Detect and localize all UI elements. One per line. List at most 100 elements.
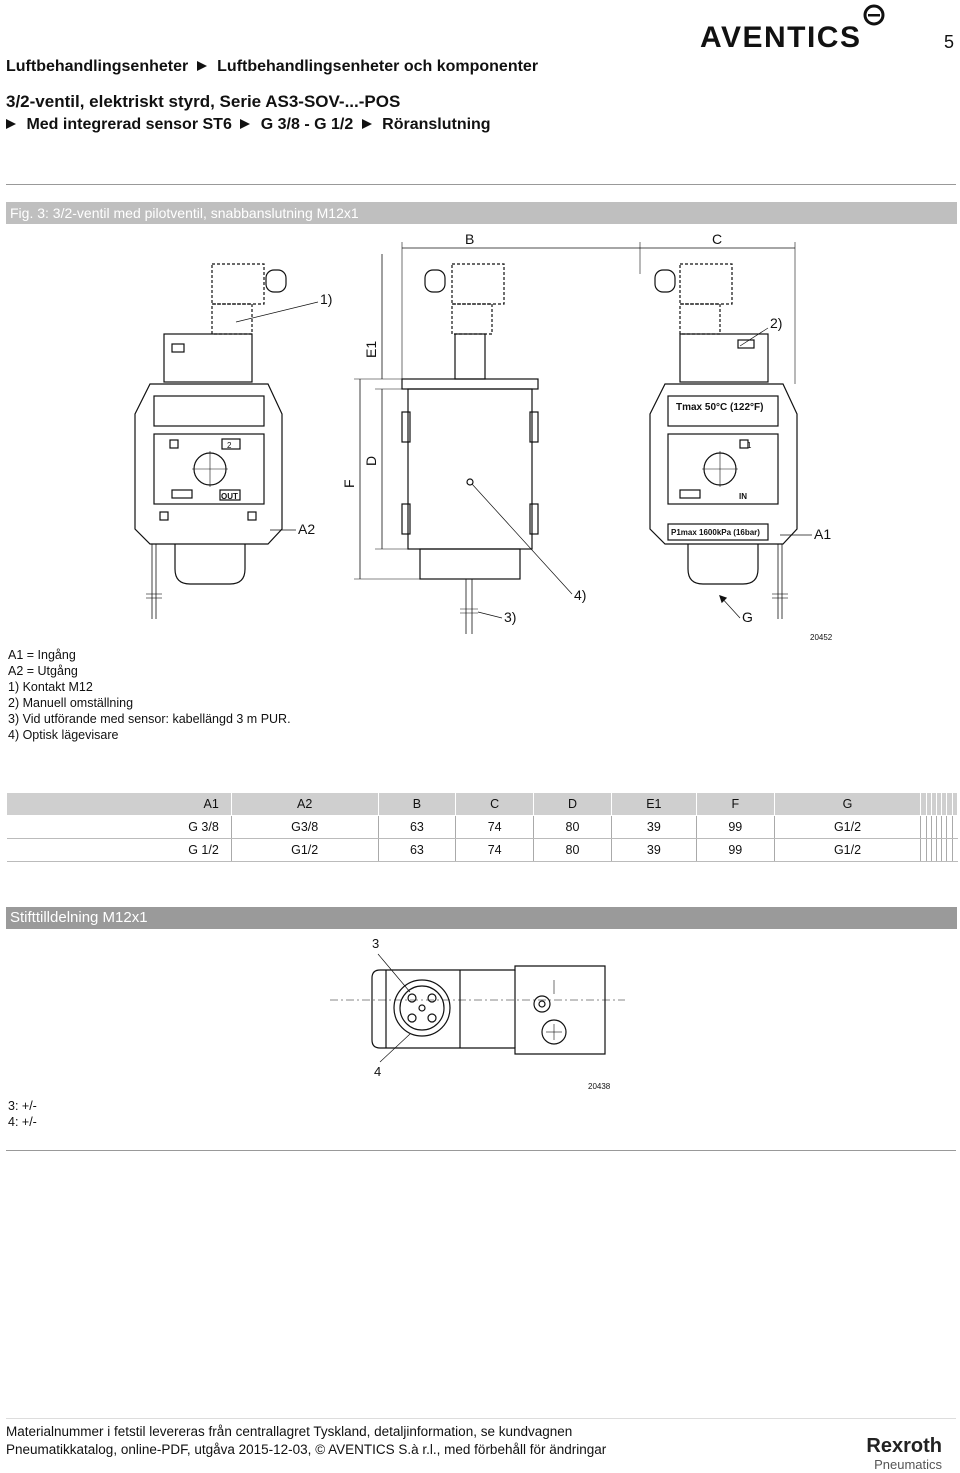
table-cell [952,838,958,862]
brand-logo-text: AVENTICS [700,21,861,51]
subtitle-part-2: G 3/8 - G 1/2 [260,116,354,133]
figure-legend: A1 = Ingång A2 = Utgång 1) Kontakt M12 2… [8,647,291,743]
section-divider [6,1150,956,1151]
table-cell: G3/8 [231,815,379,839]
page-title: 3/2-ventil, elektriskt styrd, Serie AS3-… [6,92,401,111]
table-row: G 3/8 G3/8 63 74 80 39 99 G1/2 [6,815,958,839]
table-cell: 80 [533,815,612,839]
triangle-right-icon [361,119,372,130]
table-header: C [455,792,535,816]
triangle-right-icon [196,61,207,72]
table-header [951,792,959,816]
table-cell [936,815,943,839]
table-cell: G 1/2 [6,838,232,862]
label-3: 3) [504,609,516,625]
table-cell: 99 [696,838,775,862]
table-cell: 39 [611,815,697,839]
table-cell [926,838,932,862]
table-cell: 39 [611,838,697,862]
table-cell [920,815,927,839]
pin-item: 3: +/- [8,1099,37,1113]
table-cell: 74 [455,815,535,839]
dim-label-c: C [712,231,722,247]
label-g: G [742,609,753,625]
breadcrumb-item-2[interactable]: Luftbehandlingsenheter och komponenter [217,58,539,75]
breadcrumb-item-1[interactable]: Luftbehandlingsenheter [6,58,189,75]
plate-p1max: P1max 1600kPa (16bar) [671,528,760,537]
table-cell [931,815,938,839]
rexroth-logo-subtitle: Pneumatics [874,1457,942,1472]
dim-label-d: D [363,456,379,466]
table-cell [931,838,938,862]
drawing-number-20438: 20438 [588,1082,611,1090]
table-cell [952,815,958,839]
footer-divider [6,1418,956,1419]
table-cell [946,815,953,839]
label-a2: A2 [298,521,315,537]
drawing-number-20452: 20452 [810,633,833,642]
port-in-label: IN [739,492,747,501]
label-2: 2) [770,315,782,331]
legend-item: A2 = Utgång [8,664,78,678]
label-1: 1) [320,291,332,307]
pin-list: 3: +/- 4: +/- [8,1098,37,1130]
table-cell: 74 [455,838,535,862]
table-header: D [533,792,612,816]
table-cell [920,838,927,862]
table-header: E1 [610,792,697,816]
legend-item: 1) Kontakt M12 [8,680,93,694]
page-number: 5 [943,32,954,52]
table-cell [941,815,948,839]
table-header: B [377,792,457,816]
center-valve-view [401,263,539,634]
m12-connector-drawing: 3 4 20438 [330,936,625,1090]
table-cell: 63 [378,815,457,839]
port-out-label: OUT [221,492,238,501]
pin-item: 4: +/- [8,1115,37,1129]
page-subtitle: Med integrerad sensor ST6 G 3/8 - G 1/2 … [6,116,491,134]
table-cell: 63 [378,838,457,862]
dim-label-b: B [465,231,474,247]
pin-label-bottom: 4 [374,1064,381,1079]
table-header-row: A1 A2 B C D E1 F G [6,792,959,816]
port-in-number: 1 [747,441,752,450]
legend-item: A1 = Ingång [8,648,76,662]
table-cell [941,838,948,862]
table-cell: G1/2 [231,838,379,862]
table-header: A1 [6,792,232,816]
table-cell: G1/2 [774,838,922,862]
table-cell [946,838,953,862]
table-cell: 99 [696,815,775,839]
table-row: G 1/2 G1/2 63 74 80 39 99 G1/2 [6,838,958,862]
table-header: F [695,792,775,816]
table-cell: 80 [533,838,612,862]
valve-dimension-drawing: B C 2 OUT 1) A2 [134,231,833,642]
table-cell [936,838,943,862]
table-cell: G 3/8 [6,815,232,839]
subtitle-part-3: Röranslutning [382,116,491,133]
table-cell: G1/2 [774,815,922,839]
right-valve-view: Tmax 50°C (122°F) 1 IN P1max 1600kPa (16… [649,263,798,619]
table-header: A2 [230,792,379,816]
subtitle-part-1: Med integrerad sensor ST6 [26,116,232,133]
table-cell [926,815,932,839]
legend-item: 2) Manuell omställning [8,696,134,710]
left-valve-view: 2 OUT [134,263,287,619]
pin-assignment-heading: Stifttilldelning M12x1 [6,907,957,929]
legend-item: 3) Vid utförande med sensor: kabellängd … [8,712,291,726]
footer-catalog-info: Pneumatikkatalog, online-PDF, utgåva 201… [6,1442,607,1457]
port-out-number: 2 [227,441,232,450]
triangle-right-icon [240,119,251,130]
triangle-right-icon [6,119,16,130]
table-header: G [773,792,922,816]
pin-label-top: 3 [372,936,379,951]
dim-label-f: F [341,479,357,488]
legend-item: 4) Optisk lägevisare [8,728,119,742]
plate-tmax: Tmax 50°C (122°F) [676,402,763,413]
dimensions-table: A1 A2 B C D E1 F G G 3/8 G3/8 63 74 80 3… [6,792,959,862]
label-a1: A1 [814,526,831,542]
breadcrumb: Luftbehandlingsenheter Luftbehandlingsen… [6,58,538,76]
aventics-logo: AVENTICS [700,4,885,51]
figure-caption-bar: Fig. 3: 3/2-ventil med pilotventil, snab… [6,202,957,224]
rexroth-logo: Rexroth [866,1435,942,1457]
